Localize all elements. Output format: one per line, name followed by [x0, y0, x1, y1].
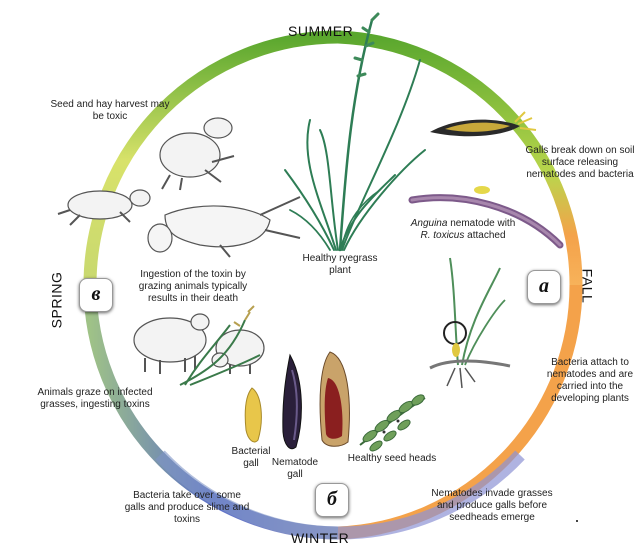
- badge-winter[interactable]: б: [315, 483, 349, 517]
- season-summer: SUMMER: [288, 23, 354, 39]
- label-bacteria-attach: Bacteria attach to nematodes and are car…: [546, 357, 634, 404]
- label-bacteria-takeover: Bacteria take over some galls and produc…: [124, 490, 250, 525]
- season-winter: WINTER: [291, 530, 350, 546]
- ring-summer-fall: [337, 30, 583, 286]
- nematode-icon: [408, 186, 564, 249]
- label-nematode-gall: Nematode gall: [271, 457, 319, 480]
- label-nematodes-invade: Nematodes invade grasses and produce gal…: [431, 488, 553, 523]
- ring-spring-summer: [83, 30, 339, 286]
- sheep-dead-top-icon: [159, 117, 235, 191]
- label-anguina-genus: Anguina: [410, 218, 448, 229]
- nematode-gall-icon: [282, 353, 302, 450]
- sheep-lying-icon: [57, 189, 151, 226]
- label-ingestion: Ingestion of the toxin by grazing animal…: [138, 269, 248, 304]
- sheep-grazing-icon: [133, 313, 265, 374]
- gall-breaking-icon: [430, 111, 537, 137]
- label-seed-harvest: Seed and hay harvest may be toxic: [50, 99, 170, 122]
- badge-spring[interactable]: в: [79, 278, 113, 312]
- seed-heads-icon: [359, 394, 426, 452]
- label-galls-break: Galls break down on soil surface releasi…: [525, 145, 635, 180]
- ryegrass-plant-icon: [284, 12, 426, 252]
- label-healthy-seed: Healthy seed heads: [347, 453, 437, 464]
- label-anguina: Anguina nematode with R. toxicus attache…: [408, 218, 518, 242]
- season-spring: SPRING: [48, 271, 65, 329]
- season-fall: FALL: [579, 268, 596, 304]
- grass-tuft-icon: [179, 305, 261, 386]
- badge-fall[interactable]: a: [527, 270, 561, 304]
- label-animals-graze: Animals graze on infected grasses, inges…: [37, 387, 153, 410]
- sheep-dying-icon: [147, 196, 301, 258]
- bacterial-gall-icon: [244, 387, 262, 443]
- healthy-seed-icon: [319, 351, 350, 447]
- infected-seedling-icon: [429, 257, 511, 389]
- label-bacterial-gall: Bacterial gall: [231, 446, 271, 469]
- label-anguina-mid: nematode with: [447, 218, 516, 229]
- label-anguina-bacterium: R. toxicus: [420, 230, 465, 241]
- label-anguina-end: attached: [464, 230, 506, 241]
- label-healthy-plant: Healthy ryegrass plant: [302, 253, 378, 276]
